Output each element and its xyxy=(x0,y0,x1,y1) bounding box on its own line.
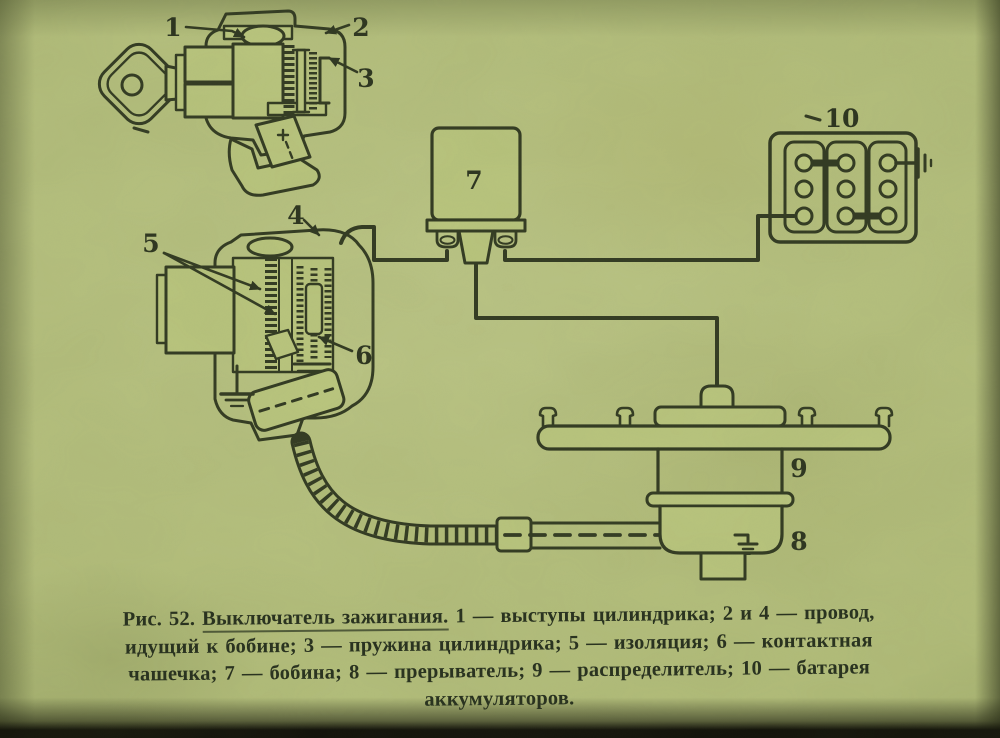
figure-number: Рис. 52. xyxy=(122,607,196,631)
figure-title: Выключатель зажигания. xyxy=(202,605,449,633)
caption-line1-rest: 1 — выступы цилиндрика; 2 и 4 — провод, xyxy=(455,601,875,628)
figure-caption: Рис. 52. Выключатель зажигания. 1 — выст… xyxy=(25,598,972,717)
